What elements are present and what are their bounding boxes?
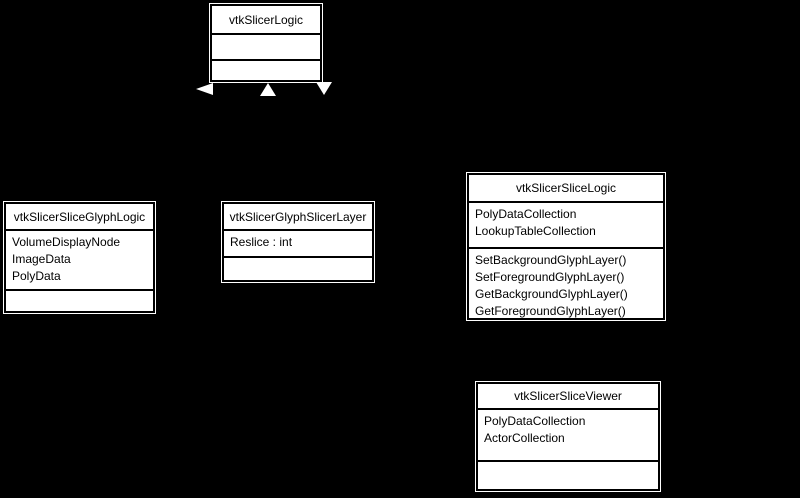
inheritance-arrow-down-icon: [316, 82, 332, 95]
class-title: vtkSlicerGlyphSlicerLayer: [229, 209, 367, 224]
class-title: vtkSlicerLogic: [228, 12, 304, 27]
method: GetForegroundGlyphLayer(): [475, 304, 626, 318]
class-node-vtkSlicerLogic: vtkSlicerLogic: [210, 4, 322, 82]
attribute: PolyDataCollection: [475, 207, 577, 221]
attributes-compartment: [212, 33, 320, 59]
method: SetBackgroundGlyphLayer(): [475, 253, 627, 267]
methods-compartment: SetBackgroundGlyphLayer() SetForegroundG…: [469, 247, 663, 318]
attribute: ImageData: [12, 252, 71, 266]
class-node-vtkSlicerGlyphSlicerLayer: vtkSlicerGlyphSlicerLayer Reslice : int: [222, 202, 374, 282]
attributes-compartment: VolumeDisplayNode ImageData PolyData: [6, 229, 153, 289]
attribute: PolyDataCollection: [484, 414, 586, 428]
methods-compartment: [6, 289, 153, 311]
attributes-compartment: Reslice : int: [224, 229, 372, 256]
attributes-compartment: PolyDataCollection LookupTableCollection: [469, 201, 663, 247]
methods-compartment: [212, 59, 320, 80]
inheritance-arrow-up-icon: [260, 83, 276, 96]
attribute: VolumeDisplayNode: [12, 235, 121, 249]
attribute: Reslice : int: [230, 235, 293, 249]
attribute: LookupTableCollection: [475, 224, 596, 238]
attributes-compartment: PolyDataCollection ActorCollection: [478, 408, 658, 460]
inheritance-arrow-left-icon: [196, 83, 213, 95]
attribute: PolyData: [12, 269, 61, 283]
class-title: vtkSlicerSliceGlyphLogic: [13, 209, 146, 224]
class-node-vtkSlicerSliceViewer: vtkSlicerSliceViewer PolyDataCollection …: [476, 382, 660, 491]
class-node-vtkSlicerSliceLogic: vtkSlicerSliceLogic PolyDataCollection L…: [467, 173, 665, 320]
methods-compartment: [478, 460, 658, 489]
class-title: vtkSlicerSliceViewer: [514, 389, 622, 403]
attribute: ActorCollection: [484, 431, 565, 445]
class-title: vtkSlicerSliceLogic: [515, 181, 617, 195]
class-node-vtkSlicerSliceGlyphLogic: vtkSlicerSliceGlyphLogic VolumeDisplayNo…: [4, 202, 155, 313]
methods-compartment: [224, 256, 372, 280]
method: GetBackgroundGlyphLayer(): [475, 287, 628, 301]
method: SetForegroundGlyphLayer(): [475, 270, 625, 284]
